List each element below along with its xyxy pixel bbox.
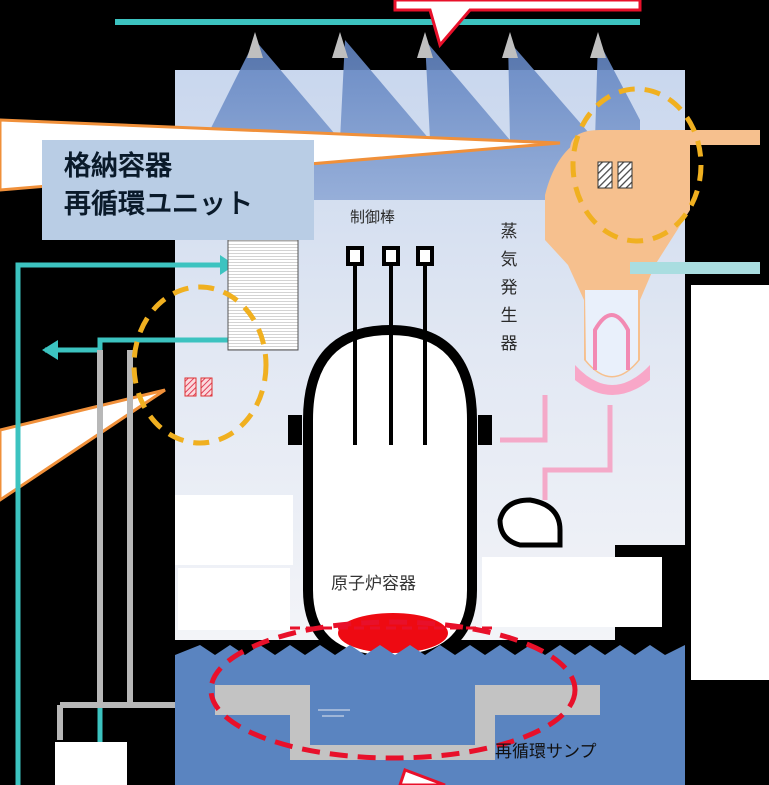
- primary-loop: [500, 395, 613, 500]
- control-rods: [346, 246, 434, 445]
- left-block: [178, 568, 290, 630]
- steam-line: [570, 130, 760, 185]
- steam-generator-label: 蒸気発生器: [500, 222, 518, 354]
- vessel-flange-right: [478, 415, 492, 445]
- sg-separator: [617, 161, 633, 189]
- reactor-coolant-pump: [497, 497, 563, 548]
- highlight-ring-sump: [208, 619, 578, 761]
- right-wall-frame: [685, 285, 691, 680]
- reactor-vessel-label: 原子炉容器: [331, 574, 416, 594]
- left-filter: [200, 377, 213, 397]
- lower-left-box: [55, 742, 127, 785]
- callout-pointer-bottom: [0, 388, 166, 502]
- recirculation-unit: [227, 239, 299, 351]
- left-filter: [184, 377, 197, 397]
- callout-recirculation-unit: 格納容器 再循環ユニット: [42, 140, 314, 240]
- bottom-callout-arrow: [398, 768, 446, 785]
- recirculation-sump-label: 再循環サンプ: [495, 742, 597, 762]
- feedwater-line: [630, 262, 760, 274]
- control-rods-label: 制御棒: [350, 208, 396, 226]
- right-block: [482, 557, 662, 627]
- steam-generator-tube: [585, 290, 638, 376]
- sump-floor: [215, 685, 600, 760]
- right-wall: [685, 285, 769, 680]
- sg-pool: [575, 365, 650, 395]
- highlight-ring-left: [131, 284, 269, 446]
- left-lower-block: [175, 495, 293, 565]
- sg-u-tubes: [593, 313, 630, 370]
- callout-line-2: 再循環ユニット: [64, 189, 253, 220]
- top-callout-arrow: [393, 0, 642, 49]
- spray-nozzles: [247, 32, 606, 58]
- sg-separator: [597, 161, 613, 189]
- core-melt: [338, 613, 448, 653]
- callout-line-1: 格納容器: [64, 151, 172, 182]
- highlight-ring-right: [570, 86, 704, 244]
- drain-piping: [57, 350, 175, 740]
- vessel-flange-left: [288, 415, 302, 445]
